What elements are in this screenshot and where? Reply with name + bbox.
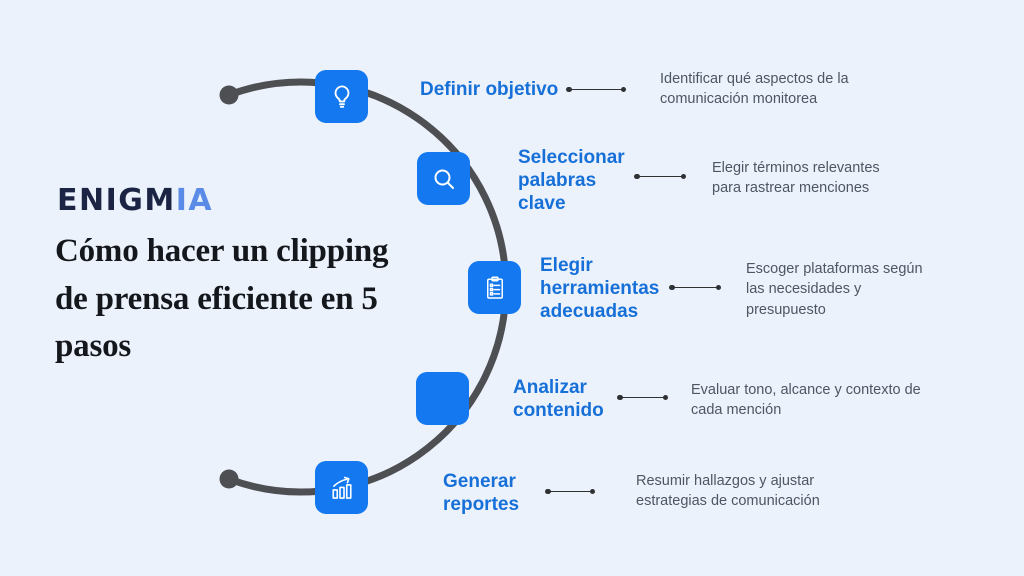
step5-connector-line xyxy=(545,488,595,494)
step3-icon-box xyxy=(468,261,521,314)
step3-title: Elegir herramientas adecuadas xyxy=(540,255,660,322)
step1-icon-box xyxy=(315,70,368,123)
step2-title: Seleccionar palabras clave xyxy=(518,147,625,214)
arc-start-dot xyxy=(219,85,239,105)
step5-title: Generar reportes xyxy=(443,471,520,515)
arc-end-dot xyxy=(219,469,239,489)
bar-chart-growth-icon xyxy=(331,476,352,499)
step1-connector-line xyxy=(566,86,626,92)
logo-text-primary: ENIGM xyxy=(57,183,176,218)
step2-icon-box xyxy=(417,152,470,205)
step4-description: Evaluar tono, alcance y contexto de cada… xyxy=(691,382,921,419)
step2-description: Elegir términos relevantes para rastrear… xyxy=(712,160,880,197)
step4-title: Analizar contenido xyxy=(513,377,604,421)
step2-connector-line xyxy=(634,173,686,179)
step5-icon-box xyxy=(315,461,368,514)
search-icon xyxy=(434,169,454,189)
step5-description: Resumir hallazgos y ajustar estrategias … xyxy=(636,473,820,510)
brand-logo: ENIGMIA xyxy=(57,183,213,218)
step4-icon-box xyxy=(416,372,469,425)
step3-connector-line xyxy=(669,284,721,290)
step4-connector-line xyxy=(617,394,668,400)
logo-text-accent: IA xyxy=(175,183,214,218)
step1-description: Identificar qué aspectos de la comunicac… xyxy=(660,71,849,108)
step1-title: Definir objetivo xyxy=(420,79,559,100)
lightbulb-icon xyxy=(334,84,349,108)
checklist-clipboard-icon xyxy=(486,276,503,299)
step3-description: Escoger plataformas según las necesidade… xyxy=(746,261,923,318)
page-title: Cómo hacer un clipping de prensa eficien… xyxy=(55,233,389,365)
